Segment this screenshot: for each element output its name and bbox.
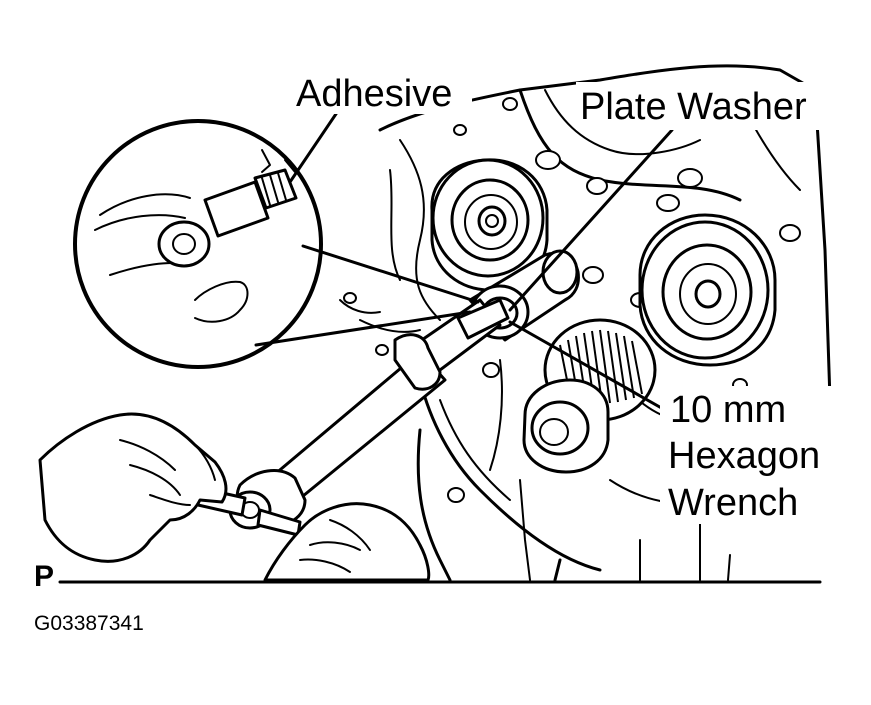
- upper-idler-pulley: [430, 158, 549, 292]
- leader-lines: [288, 106, 674, 412]
- plate-washer-leader: [508, 128, 674, 312]
- figure-code: G03387341: [34, 612, 144, 635]
- hex-wrench-label-line2: Hexagon: [668, 435, 820, 477]
- hex-wrench-label-line1: 10 mm: [670, 389, 786, 431]
- hex-wrench-leader: [508, 320, 667, 412]
- plate-washer-label: Plate Washer: [580, 86, 807, 128]
- right-hand: [263, 502, 431, 582]
- corner-mark: P: [34, 560, 54, 593]
- detail-magnifier: [73, 119, 480, 369]
- left-hand: [38, 412, 228, 563]
- crank-sprocket: [522, 318, 657, 474]
- adhesive-leader: [288, 106, 342, 184]
- right-idler-pulley: [638, 213, 777, 367]
- hex-wrench-label-line3: Wrench: [668, 482, 798, 524]
- adhesive-label: Adhesive: [296, 73, 452, 115]
